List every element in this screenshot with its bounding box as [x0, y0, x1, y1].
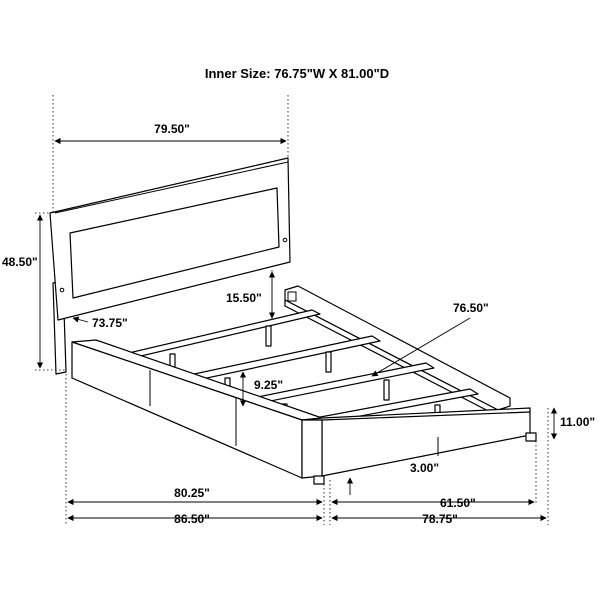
label-headboard-width: 79.50": [154, 122, 190, 136]
label-side-length-outer: 78.75": [422, 512, 458, 526]
label-front-width-outer: 86.50": [174, 512, 210, 526]
label-leg-height: 3.00": [410, 461, 439, 475]
dimension-labels: 79.50" 48.50" 15.50" 73.75" 76.50" 9.25"…: [2, 122, 595, 526]
label-front-width-inner: 80.25": [174, 486, 210, 500]
inner-size-title: Inner Size: 76.75"W X 81.00"D: [205, 66, 389, 81]
label-diagonal-length: 76.50": [453, 301, 489, 315]
dimension-lines: [36, 137, 558, 522]
label-side-length-inner: 61.50": [440, 496, 476, 510]
leg: [313, 475, 325, 485]
label-headboard-height: 48.50": [2, 255, 38, 269]
headboard-panel: [69, 187, 280, 299]
label-panel-height: 15.50": [226, 291, 262, 305]
slat: [115, 309, 321, 361]
label-panel-width: 73.75": [92, 316, 128, 330]
bed-illustration: [49, 157, 537, 485]
label-bed-height: 11.00": [560, 415, 595, 429]
leg: [525, 432, 537, 442]
label-slat-clearance: 9.25": [254, 378, 283, 392]
